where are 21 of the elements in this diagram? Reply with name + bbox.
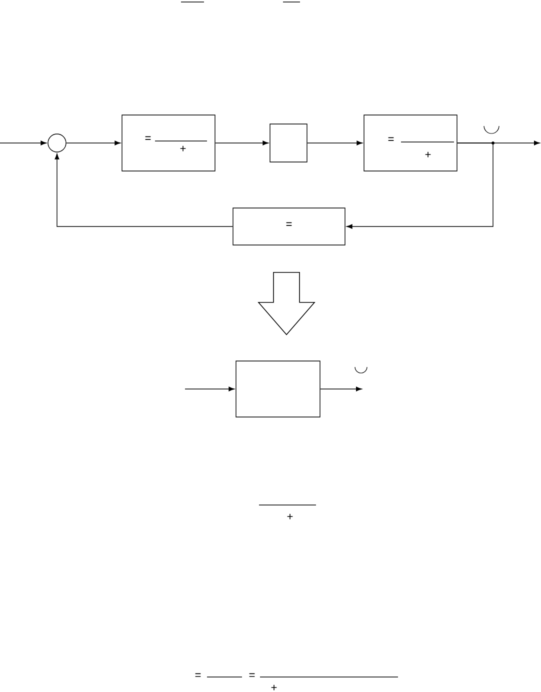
formula-text: = bbox=[388, 137, 394, 141]
formula-text: = bbox=[145, 136, 151, 140]
block-box bbox=[236, 360, 320, 418]
block-box bbox=[270, 124, 308, 162]
arrow bbox=[66, 140, 120, 146]
arrow bbox=[0, 140, 46, 146]
formula-text: = bbox=[286, 222, 292, 226]
formula-text: + bbox=[287, 514, 293, 520]
summing-circle bbox=[48, 134, 66, 152]
block-arrow bbox=[258, 272, 316, 336]
arrow bbox=[54, 154, 233, 227]
arrow bbox=[307, 140, 362, 146]
arrow bbox=[215, 140, 268, 146]
formula-text: = bbox=[195, 673, 201, 677]
arrow bbox=[346, 142, 494, 229]
formula-text: + bbox=[425, 152, 431, 158]
arrow bbox=[320, 386, 362, 392]
arrow bbox=[184, 386, 234, 392]
formula-text: + bbox=[271, 684, 277, 690]
formula-text: = bbox=[249, 673, 255, 677]
formula-text: + bbox=[180, 146, 186, 152]
